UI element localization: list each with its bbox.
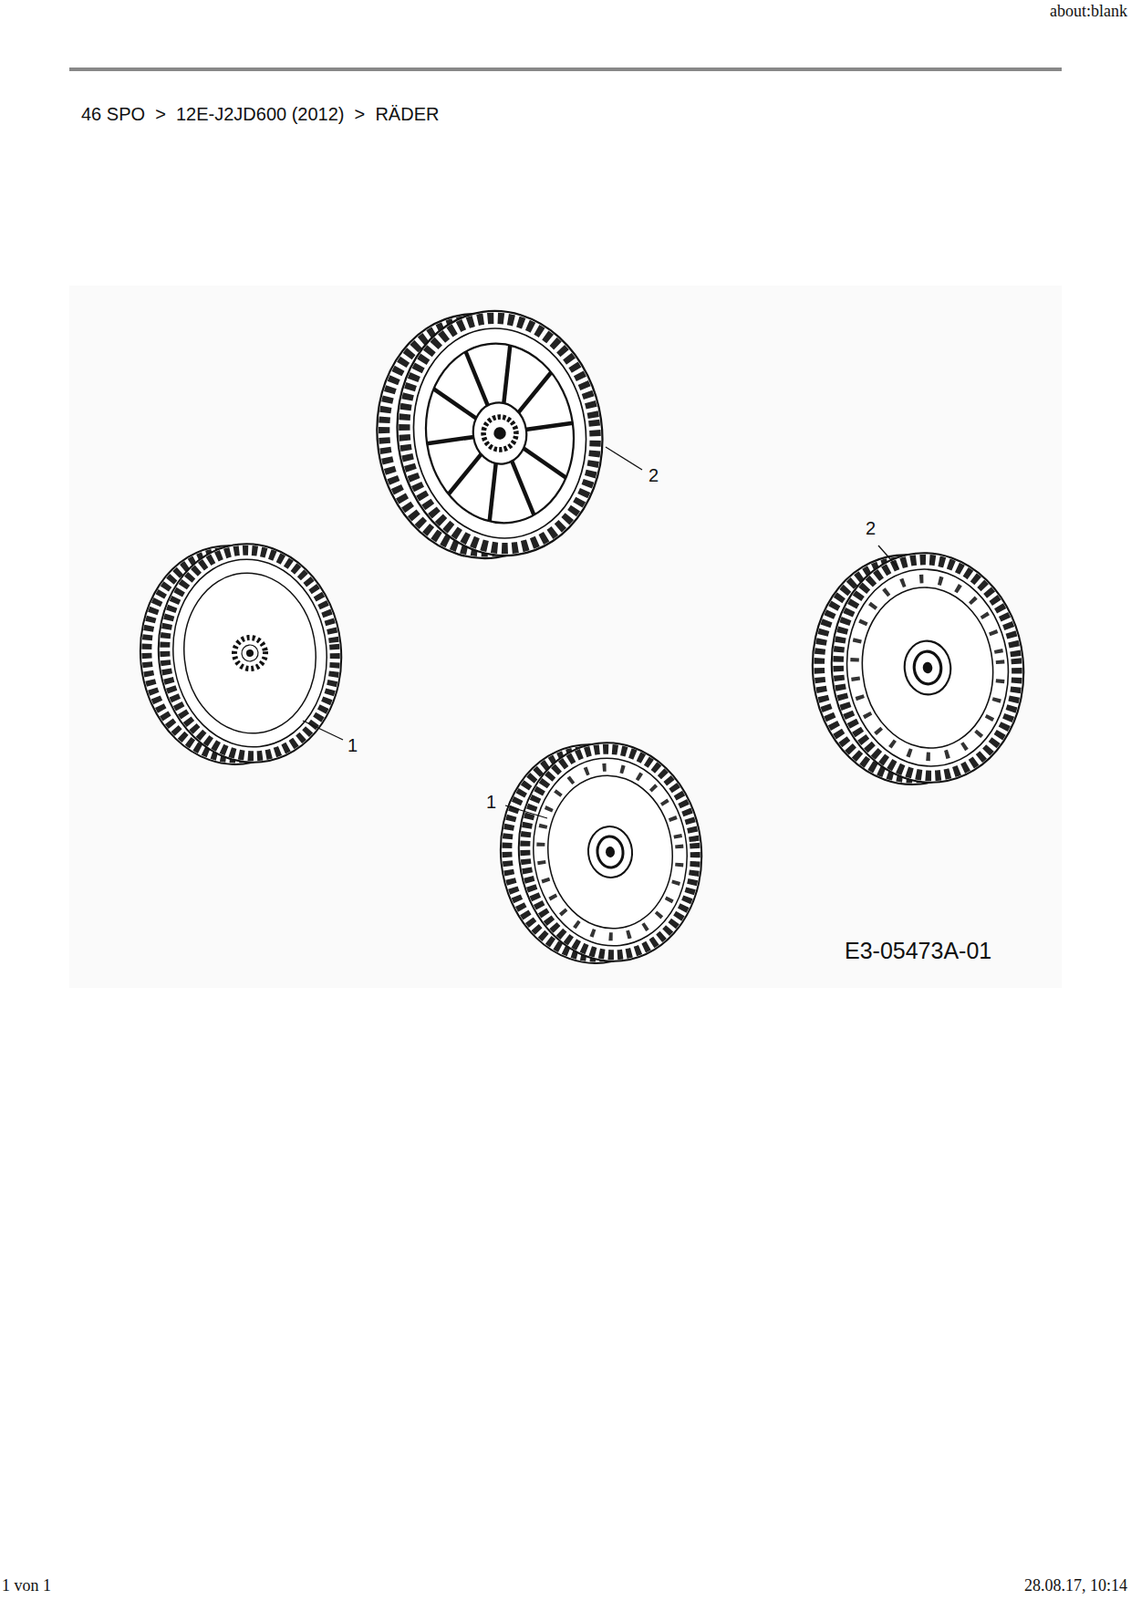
leader-line (878, 545, 899, 569)
callout-number: 2 (865, 517, 876, 540)
callout-number: 1 (486, 790, 497, 813)
wheel-drawing (361, 297, 618, 571)
leader-line (605, 446, 643, 470)
browser-header: about:blank (1049, 1, 1128, 22)
wheel-drawing (129, 534, 353, 774)
illustration-ground (69, 285, 1062, 988)
wheel-drawing (489, 733, 713, 973)
leader-line (302, 720, 343, 740)
drawing-number: E3-05473A-01 (844, 936, 992, 965)
leader-line (505, 805, 548, 819)
page-footer: 1 von 1 (1, 1576, 52, 1597)
callout-number: 1 (347, 734, 358, 757)
wheel-drawing (801, 543, 1036, 795)
breadcrumb-title: 46 SPO > 12E-J2JD600 (2012) > RÄDER (81, 103, 439, 125)
header-rule (69, 67, 1062, 72)
date-footer: 28.08.17, 10:14 (1024, 1576, 1128, 1597)
callout-number: 2 (648, 464, 659, 487)
